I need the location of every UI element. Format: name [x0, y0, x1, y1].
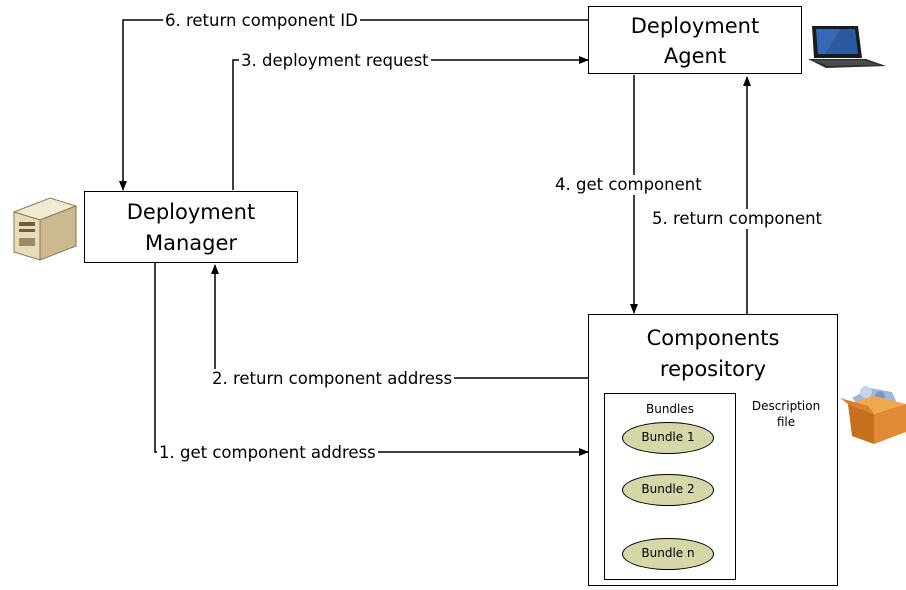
deployment-agent-title-line1: Deployment [630, 14, 760, 38]
bundle-item: Bundle n [622, 538, 714, 570]
step6-label: 6. return component ID [163, 11, 360, 31]
deployment-agent-title-line2: Agent [663, 44, 727, 68]
deployment-agent-box: Deployment Agent [588, 6, 802, 74]
step1-label: 1. get component address [157, 443, 378, 463]
package-box-icon [840, 386, 906, 444]
deployment-manager-title-line1: Deployment [126, 200, 256, 224]
description-file-label-line1: Description [751, 399, 821, 413]
laptop-icon [808, 26, 886, 68]
bundle-item: Bundle 2 [622, 474, 714, 506]
deployment-manager-box: Deployment Manager [84, 191, 298, 263]
components-repository-title-line1: Components [646, 326, 780, 350]
description-file-label-line2: file [776, 415, 796, 429]
bundle-item: Bundle 1 [622, 422, 714, 454]
arrow-return-component-id [119, 19, 588, 191]
bundles-title: Bundles [645, 402, 695, 416]
arrow-get-component-address [154, 263, 589, 456]
step2-label: 2. return component address [210, 369, 455, 389]
arrow-return-component-address [211, 264, 588, 379]
server-icon [12, 197, 78, 261]
step4-label: 4. get component [555, 175, 702, 195]
deployment-manager-title-line2: Manager [144, 231, 238, 255]
step5-label: 5. return component [652, 209, 823, 229]
components-repository-title-line2: repository [659, 357, 767, 381]
arrow-deployment-request [232, 56, 589, 190]
step3-label: 3. deployment request [239, 51, 431, 71]
